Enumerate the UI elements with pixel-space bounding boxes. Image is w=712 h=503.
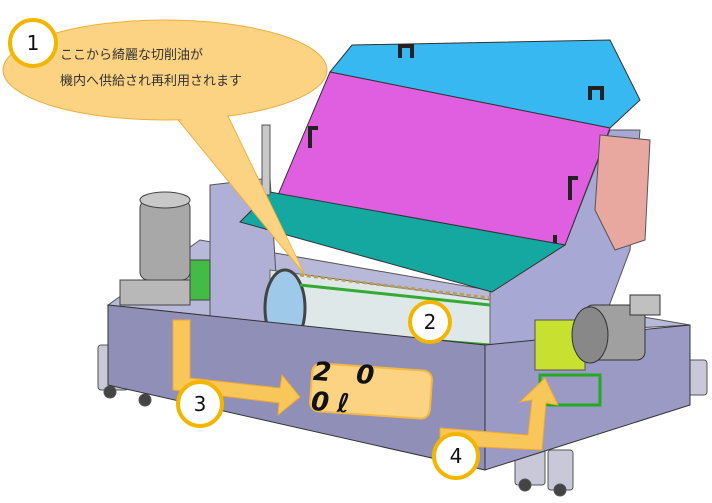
marker-2: 2: [408, 300, 452, 344]
callout-line-1: ここから綺麗な切削油が: [60, 48, 204, 63]
left-motor: [119, 191, 211, 306]
flow-arrow-4: [439, 377, 559, 451]
callout-bubble: [2, 19, 328, 276]
capacity-label: 2 0 0ℓ: [308, 357, 434, 421]
lift-cylinder: [594, 134, 651, 251]
callout-line-2: 機内へ供給され再利用されます: [60, 74, 243, 89]
supply-pipe: [261, 124, 271, 196]
marker-1: 1: [8, 18, 58, 68]
marker-3: 3: [176, 380, 224, 428]
marker-4: 4: [432, 432, 480, 480]
right-motor: [571, 294, 661, 364]
